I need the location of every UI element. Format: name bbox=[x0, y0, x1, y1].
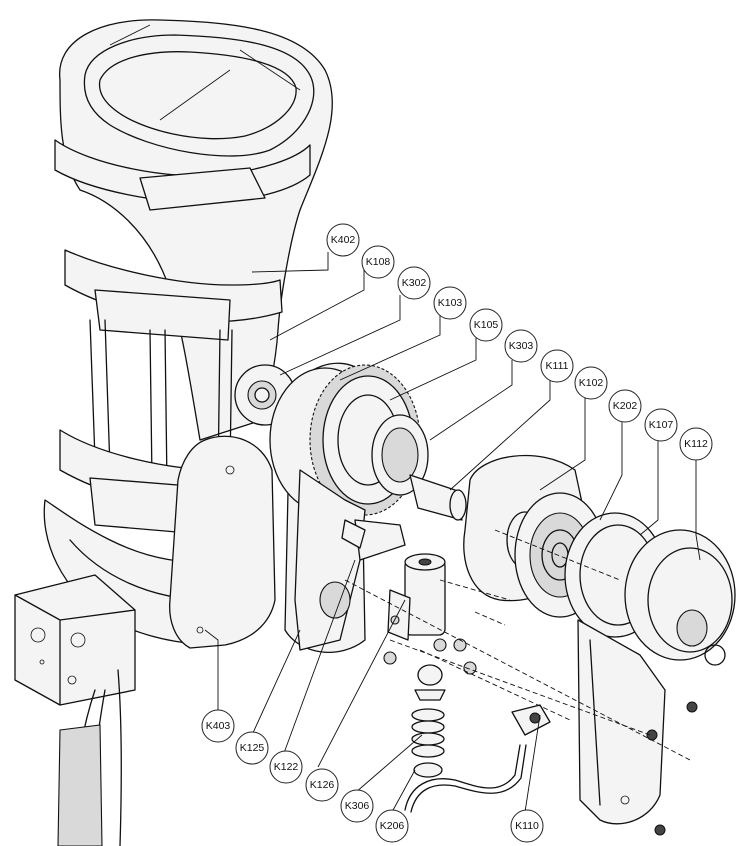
callout-label-k403: K403 bbox=[206, 720, 231, 732]
callout-k107: K107 bbox=[644, 408, 678, 442]
joint-disc-stack bbox=[269, 362, 736, 836]
callout-label-k111: K111 bbox=[546, 360, 569, 372]
callout-k125: K125 bbox=[235, 731, 269, 765]
callout-k202: K202 bbox=[608, 389, 642, 423]
callout-label-k302: K302 bbox=[402, 277, 427, 289]
leader-lines bbox=[204, 252, 701, 813]
coil-spring bbox=[411, 708, 445, 758]
callout-label-k306: K306 bbox=[345, 800, 370, 812]
callout-k302: K302 bbox=[397, 266, 431, 300]
callout-label-k202: K202 bbox=[613, 400, 638, 412]
callout-k112: K112 bbox=[679, 427, 713, 461]
callout-label-k110: K110 bbox=[515, 820, 539, 832]
callout-k122: K122 bbox=[269, 750, 303, 784]
callout-label-k103: K103 bbox=[438, 297, 463, 309]
callout-k206: K206 bbox=[375, 809, 409, 843]
callout-label-k108: K108 bbox=[366, 256, 391, 268]
callout-label-k402: K402 bbox=[331, 234, 356, 246]
callout-label-k102: K102 bbox=[579, 377, 604, 389]
callout-label-k126: K126 bbox=[310, 779, 335, 791]
callout-k110: K110 bbox=[510, 809, 544, 843]
callout-label-k125: K125 bbox=[240, 742, 265, 754]
callout-k402: K402 bbox=[326, 223, 360, 257]
callout-k303: K303 bbox=[504, 329, 538, 363]
callout-label-k303: K303 bbox=[509, 340, 534, 352]
callout-k102: K102 bbox=[574, 366, 608, 400]
assembly-axes bbox=[344, 529, 691, 761]
callout-k108: K108 bbox=[361, 245, 395, 279]
callout-k126: K126 bbox=[305, 768, 339, 802]
actuator-small-parts bbox=[294, 469, 551, 813]
callout-k103: K103 bbox=[433, 286, 467, 320]
callout-label-k112: K112 bbox=[684, 438, 708, 450]
callout-label-k107: K107 bbox=[649, 419, 674, 431]
callout-label-k105: K105 bbox=[474, 319, 499, 331]
screw-icon bbox=[646, 701, 698, 836]
leg-brace-frame bbox=[14, 19, 333, 846]
callout-k105: K105 bbox=[469, 308, 503, 342]
callout-k306: K306 bbox=[340, 789, 374, 823]
callout-label-k206: K206 bbox=[380, 820, 405, 832]
callout-label-k122: K122 bbox=[274, 761, 299, 773]
callout-k111: K111 bbox=[540, 349, 574, 383]
callout-k403: K403 bbox=[201, 709, 235, 743]
